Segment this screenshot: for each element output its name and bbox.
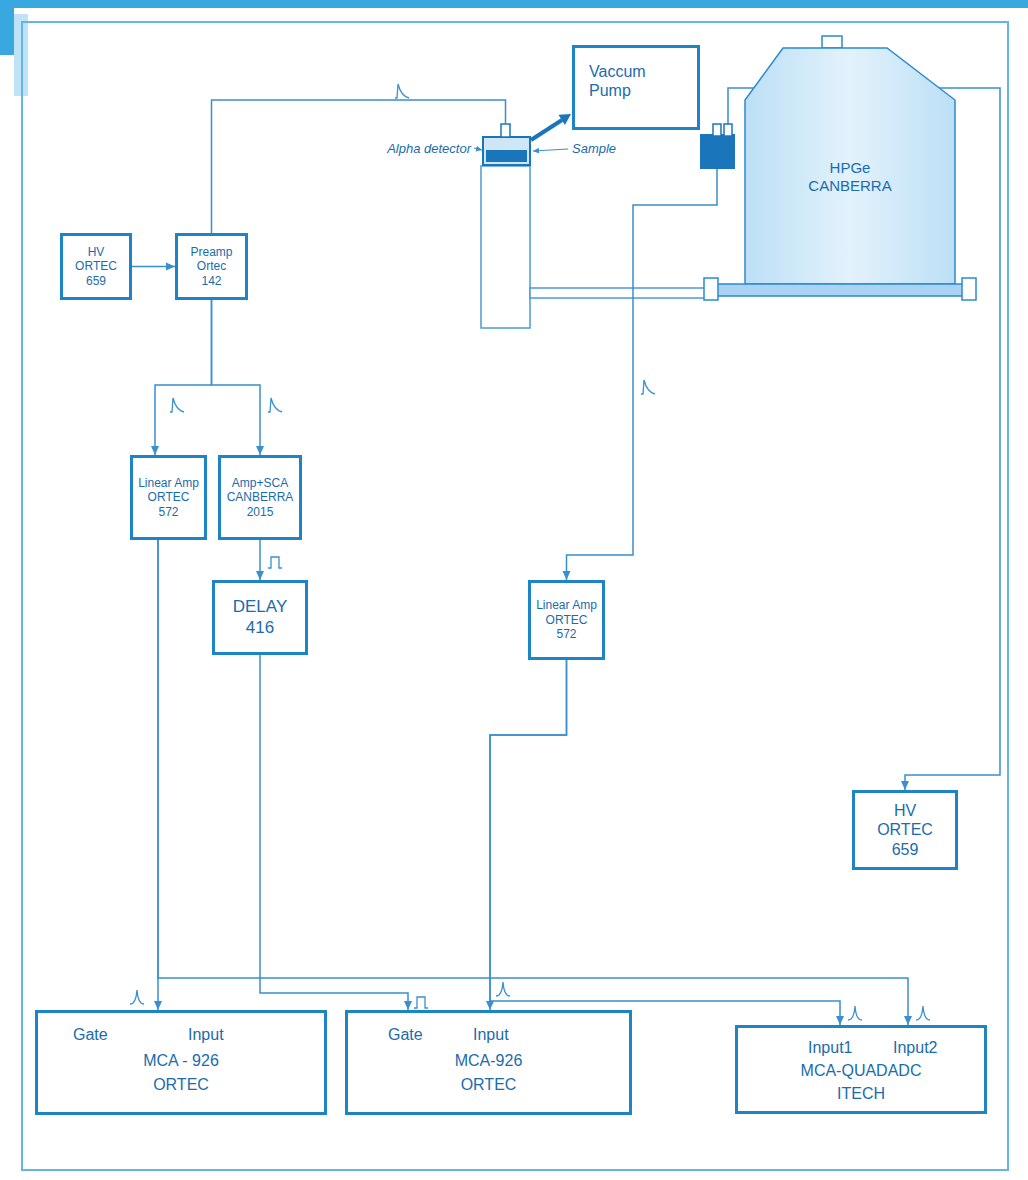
signal-pin [501, 124, 510, 137]
module-box: Linear Amp ORTEC 572 [130, 455, 207, 540]
leader-line [533, 149, 568, 151]
chamber-column [481, 166, 530, 328]
signal-connector [132, 266, 175, 268]
box-label: HV ORTEC 659 [72, 245, 120, 288]
tail-pulse [268, 398, 282, 412]
tail-pulse [170, 398, 184, 412]
vacuum-arrow [531, 114, 571, 140]
shaped-pulse [130, 990, 144, 1004]
signal-connector [490, 660, 840, 1025]
box-text: Input [188, 1025, 224, 1044]
preamp-block [700, 134, 735, 169]
tail-pulse [395, 84, 409, 98]
square-pulse [414, 997, 428, 1008]
module-box: Linear Amp ORTEC 572 [528, 580, 605, 660]
connector-pin [713, 124, 721, 136]
shaped-pulse [496, 982, 510, 996]
sample-holder [486, 150, 527, 162]
base-plate [710, 284, 975, 296]
box-text: MCA-QUADADC [738, 1061, 984, 1080]
analyzer-box: Input1 Input2MCA-QUADADC ITECH [735, 1025, 987, 1114]
module-box: HV ORTEC 659 [60, 233, 132, 300]
signal-connector [567, 169, 718, 580]
analyzer-box: Gate InputMCA-926ORTEC [345, 1010, 632, 1115]
support-bar [530, 288, 710, 298]
box-label: Preamp Ortec 142 [188, 245, 236, 288]
box-label: Linear Amp ORTEC 572 [137, 476, 200, 519]
signal-connector [158, 540, 908, 1025]
leader-line [474, 148, 482, 150]
tail-pulse [641, 380, 655, 394]
equipment-box: Vaccum Pump [572, 45, 700, 130]
square-pulse [268, 557, 282, 568]
signal-connector [259, 540, 261, 580]
box-text: ITECH [738, 1084, 984, 1103]
box-text: Input [473, 1025, 509, 1044]
shaped-pulse [916, 1006, 930, 1020]
signal-connector [260, 655, 408, 1010]
box-text: MCA - 926 [38, 1051, 324, 1070]
box-text: MCA-926 [348, 1051, 629, 1070]
box-label: DELAY 416 [225, 597, 295, 638]
box-text: ORTEC [348, 1075, 629, 1094]
side-band [0, 0, 14, 55]
module-box: DELAY 416 [212, 580, 308, 655]
connector-pin [724, 124, 732, 136]
dewar-body [745, 48, 955, 284]
detector-shape: HPGe CANBERRA [700, 34, 978, 302]
analyzer-box: Gate InputMCA - 926ORTEC [35, 1010, 327, 1115]
box-text: Input2 [893, 1038, 937, 1057]
module-box: Preamp Ortec 142 [175, 233, 248, 300]
detector-chamber [483, 137, 530, 165]
alpha-chamber [481, 124, 710, 328]
callout-label: Sample [572, 141, 642, 157]
callout-label: Alpha detector [379, 141, 471, 157]
box-text: ORTEC [38, 1075, 324, 1094]
foot [962, 278, 976, 300]
box-label: HPGe CANBERRA [800, 159, 900, 195]
box-label: Amp+SCA CANBERRA 2015 [225, 476, 295, 519]
frame [22, 22, 1008, 1170]
shaped-pulse [848, 1006, 862, 1020]
signal-wire [212, 100, 506, 233]
box-label: Input1 [808, 1038, 852, 1057]
top-band [0, 0, 1028, 8]
box-label: Vaccum Pump [589, 62, 679, 100]
signal-connector [155, 300, 212, 455]
module-box: Amp+SCA CANBERRA 2015 [218, 455, 302, 540]
signal-connector [490, 660, 567, 1010]
box-label: Gate [73, 1025, 108, 1044]
lid-knob [822, 36, 842, 48]
box-label: Gate [388, 1025, 423, 1044]
box-label: Linear Amp ORTEC 572 [535, 598, 598, 641]
box-label: HV ORTEC 659 [875, 801, 935, 859]
vacuum-line [531, 120, 562, 140]
signal-connector [212, 300, 261, 455]
vacuum-head [559, 114, 572, 125]
module-box: HV ORTEC 659 [852, 790, 958, 870]
foot [704, 278, 718, 300]
